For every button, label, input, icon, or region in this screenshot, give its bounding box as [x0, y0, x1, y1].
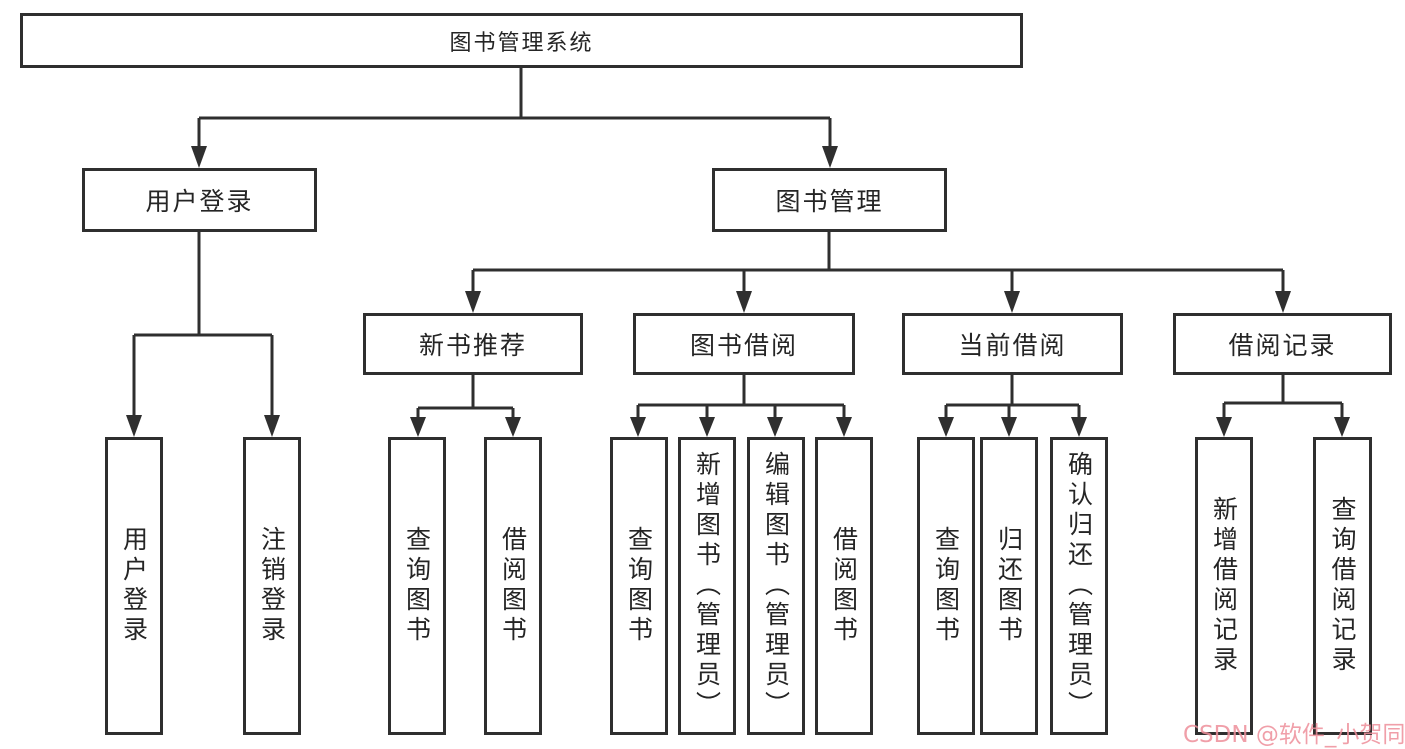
connector-book-borrow-to-leaves: [630, 375, 852, 437]
csdn-watermark: CSDN @软件_小贺同学: [1183, 722, 1405, 748]
node-book-borrowing: 图书借阅: [633, 313, 855, 375]
leaf-label: 新增图书（管理员）: [692, 451, 722, 721]
arrowhead: [1004, 291, 1020, 313]
arrowhead: [410, 417, 426, 437]
arrowhead: [767, 417, 783, 437]
leaf-query-books-recommend: 查询图书: [388, 437, 446, 735]
leaf-query-books-borrow: 查询图书: [610, 437, 668, 735]
arrowhead: [699, 417, 715, 437]
arrowhead: [465, 291, 481, 313]
node-label: 新书推荐: [418, 331, 527, 360]
leaf-label: 用户登录: [119, 526, 149, 646]
connector-new-book-rec-to-leaves: [410, 375, 521, 437]
arrowhead: [126, 415, 142, 437]
node-new-book-recommendation: 新书推荐: [363, 313, 583, 375]
node-current-borrowing: 当前借阅: [902, 313, 1123, 375]
leaf-label: 查询借阅记录: [1328, 496, 1357, 676]
leaf-label: 借阅图书: [498, 526, 528, 646]
node-label: 借阅记录: [1228, 331, 1337, 360]
connector-current-borrow-to-leaves: [938, 375, 1087, 437]
arrowhead: [1001, 417, 1017, 437]
node-label: 图书借阅: [689, 331, 798, 360]
leaf-label: 查询图书: [402, 526, 432, 646]
node-label: 图书管理: [775, 187, 884, 216]
node-borrowing-records: 借阅记录: [1173, 313, 1392, 375]
arrowhead: [1071, 417, 1087, 437]
node-label: 用户登录: [145, 187, 254, 216]
leaf-return-books: 归还图书: [980, 437, 1038, 735]
leaf-edit-books-admin: 编辑图书（管理员）: [747, 437, 805, 735]
arrowhead: [822, 146, 838, 168]
leaf-confirm-return-admin: 确认归还（管理员）: [1050, 437, 1108, 735]
connector-book-mgmt-to-level3: [465, 232, 1291, 313]
leaf-label: 确认归还（管理员）: [1064, 451, 1094, 721]
leaf-add-books-admin: 新增图书（管理员）: [678, 437, 736, 735]
arrowhead: [264, 415, 280, 437]
leaf-label: 归还图书: [994, 526, 1024, 646]
node-label: 当前借阅: [958, 331, 1067, 360]
arrowhead: [1216, 417, 1232, 437]
arrowhead: [630, 417, 646, 437]
arrowhead: [505, 417, 521, 437]
leaf-borrow-books: 借阅图书: [815, 437, 873, 735]
leaf-logout: 注销登录: [243, 437, 301, 735]
node-label: 图书管理系统: [449, 30, 594, 56]
leaf-label: 注销登录: [257, 526, 287, 646]
arrowhead: [736, 291, 752, 313]
leaf-label: 查询图书: [931, 526, 961, 646]
arrowhead: [1334, 417, 1350, 437]
arrowhead: [191, 146, 207, 168]
leaf-add-borrow-record: 新增借阅记录: [1195, 437, 1253, 735]
node-user-login: 用户登录: [82, 168, 317, 232]
connector-user-login-to-leaves: [126, 232, 280, 437]
connector-borrow-record-to-leaves: [1216, 375, 1350, 437]
leaf-label: 借阅图书: [829, 526, 859, 646]
leaf-label: 查询图书: [624, 526, 654, 646]
leaf-user-login: 用户登录: [105, 437, 163, 735]
leaf-borrow-books-recommend: 借阅图书: [484, 437, 542, 735]
node-root-system: 图书管理系统: [20, 13, 1023, 68]
connector-root-to-level2: [191, 68, 838, 168]
leaf-label: 新增借阅记录: [1209, 496, 1239, 676]
leaf-query-borrow-record: 查询借阅记录: [1313, 437, 1372, 735]
leaf-label: 编辑图书（管理员）: [761, 451, 791, 721]
node-book-management: 图书管理: [712, 168, 947, 232]
leaf-query-books-current: 查询图书: [917, 437, 975, 735]
arrowhead: [836, 417, 852, 437]
arrowhead: [1275, 291, 1291, 313]
arrowhead: [938, 417, 954, 437]
